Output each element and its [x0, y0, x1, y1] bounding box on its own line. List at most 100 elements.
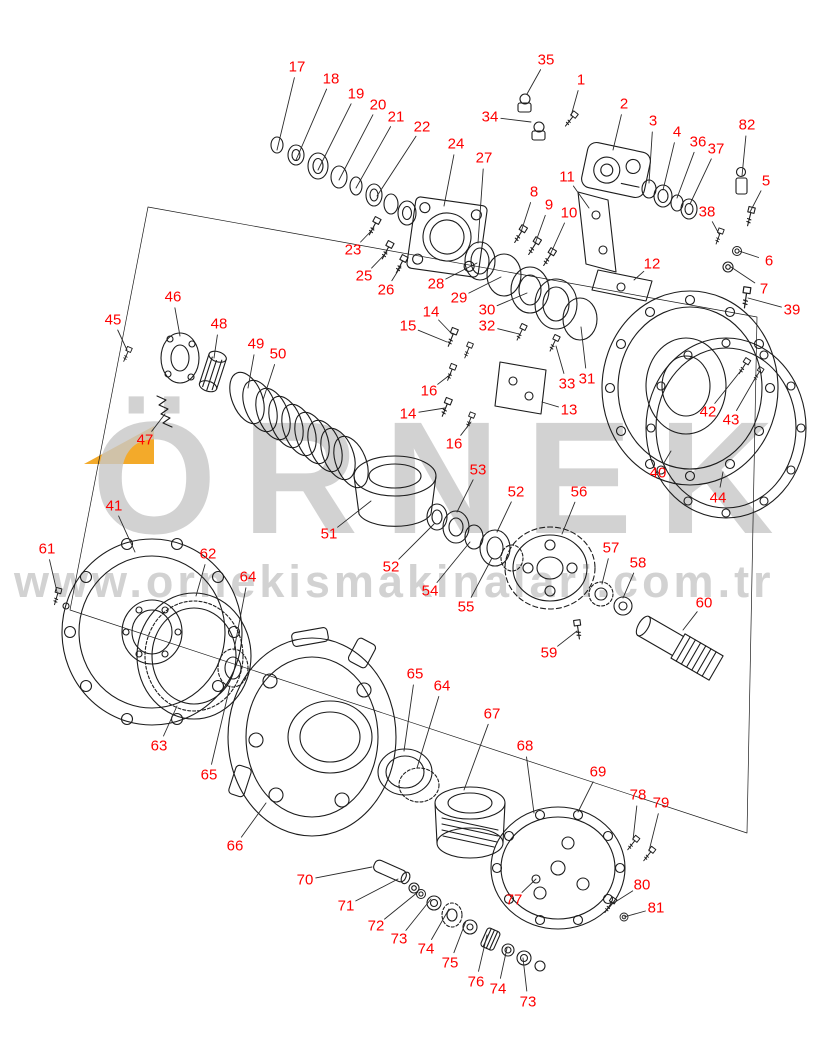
part-number-callout: 14	[422, 303, 440, 321]
part-washers-52-53-54-55	[426, 503, 524, 572]
part-bracket-12	[591, 269, 653, 302]
part-number-callout: 70	[296, 871, 314, 889]
part-bracket-13	[494, 361, 547, 415]
part-number-callout: 50	[269, 345, 287, 363]
part-cover-46-spring-47-bolt-45	[120, 332, 200, 428]
part-number-callout: 10	[560, 204, 578, 222]
watermark-brand: ÖRNEK	[92, 388, 800, 567]
part-number-callout: 24	[447, 135, 465, 153]
part-number-callout: 6	[764, 252, 774, 270]
part-number-callout: 78	[629, 786, 647, 804]
part-number-callout: 34	[481, 108, 499, 126]
part-number-callout: 41	[105, 497, 123, 515]
part-number-callout: 63	[150, 737, 168, 755]
part-number-callout: 75	[441, 954, 459, 972]
part-number-callout: 54	[421, 582, 439, 600]
part-number-callout: 62	[199, 545, 217, 563]
part-number-callout: 16	[420, 382, 438, 400]
part-number-callout: 64	[239, 568, 257, 586]
part-number-callout: 47	[136, 431, 154, 449]
part-number-callout: 51	[320, 525, 338, 543]
part-number-callout: 13	[560, 401, 578, 419]
part-pin-70-71	[373, 859, 420, 894]
part-number-callout: 21	[387, 108, 405, 126]
part-number-callout: 68	[516, 737, 534, 755]
part-bolt-61	[51, 586, 70, 610]
part-gear-48	[198, 350, 227, 393]
part-number-callout: 22	[413, 118, 431, 136]
part-number-callout: 28	[427, 275, 445, 293]
part-number-callout: 74	[489, 980, 507, 998]
part-number-callout: 59	[540, 644, 558, 662]
part-cup-51	[353, 455, 437, 527]
part-number-callout: 76	[467, 973, 485, 991]
part-bracket-11	[577, 191, 617, 273]
part-number-callout: 4	[672, 123, 682, 141]
part-number-callout: 45	[104, 311, 122, 329]
part-number-callout: 26	[377, 281, 395, 299]
part-number-callout: 49	[247, 335, 265, 353]
part-cover-68-69	[490, 806, 626, 930]
part-number-callout: 74	[417, 940, 435, 958]
part-sprocket-56	[504, 526, 596, 610]
part-fittings-82-5-38-6-7-39	[713, 166, 756, 309]
part-number-callout: 60	[695, 594, 713, 612]
part-number-callout: 37	[707, 140, 725, 158]
part-spring-49-50	[229, 371, 369, 489]
part-number-callout: 53	[469, 461, 487, 479]
part-number-callout: 67	[483, 705, 501, 723]
part-number-callout: 48	[210, 315, 228, 333]
part-number-callout: 36	[689, 133, 707, 151]
part-number-callout: 25	[355, 267, 373, 285]
part-number-callout: 52	[382, 558, 400, 576]
part-number-callout: 27	[475, 149, 493, 167]
part-number-callout: 23	[344, 241, 362, 259]
part-number-callout: 19	[347, 85, 365, 103]
part-number-callout: 18	[322, 70, 340, 88]
part-number-callout: 81	[647, 899, 665, 917]
part-number-callout: 82	[738, 116, 756, 134]
part-number-callout: 11	[559, 168, 575, 186]
part-number-callout: 35	[537, 51, 555, 69]
part-number-callout: 56	[570, 483, 588, 501]
part-cylinder-67	[434, 786, 506, 859]
part-number-callout: 33	[558, 375, 576, 393]
part-number-callout: 40	[649, 464, 667, 482]
part-fittings-34-35-1	[517, 93, 579, 141]
part-number-callout: 73	[519, 993, 537, 1011]
part-number-callout: 32	[478, 317, 496, 335]
part-housing-40	[601, 290, 779, 486]
part-number-callout: 1	[576, 71, 586, 89]
part-number-callout: 8	[529, 183, 539, 201]
part-number-callout: 69	[589, 763, 607, 781]
part-number-callout: 55	[457, 598, 475, 616]
part-number-callout: 42	[699, 403, 717, 421]
part-carrier-66	[227, 627, 397, 837]
part-number-callout: 5	[761, 172, 771, 190]
part-number-callout: 38	[698, 203, 716, 221]
part-shaft-60	[635, 615, 724, 681]
part-number-callout: 64	[433, 677, 451, 695]
part-number-callout: 15	[399, 317, 417, 335]
part-number-callout: 80	[633, 876, 651, 894]
part-rings-27-31	[464, 241, 598, 341]
part-number-callout: 65	[200, 766, 218, 784]
leader-lines	[49, 69, 782, 992]
part-seal-stack-17-22	[270, 136, 417, 226]
watermark-logo-triangle	[84, 426, 154, 464]
part-number-callout: 17	[288, 58, 306, 76]
part-motor-2	[581, 141, 651, 199]
part-number-callout: 12	[643, 255, 661, 273]
part-number-callout: 7	[759, 280, 769, 298]
part-rings-65-64	[377, 748, 440, 803]
part-number-callout: 43	[722, 411, 740, 429]
part-gear-64	[217, 648, 249, 688]
part-number-callout: 3	[648, 112, 658, 130]
part-number-callout: 16	[445, 435, 463, 453]
part-number-callout: 14	[399, 405, 417, 423]
part-number-callout: 72	[367, 917, 385, 935]
part-number-callout: 9	[544, 196, 554, 214]
